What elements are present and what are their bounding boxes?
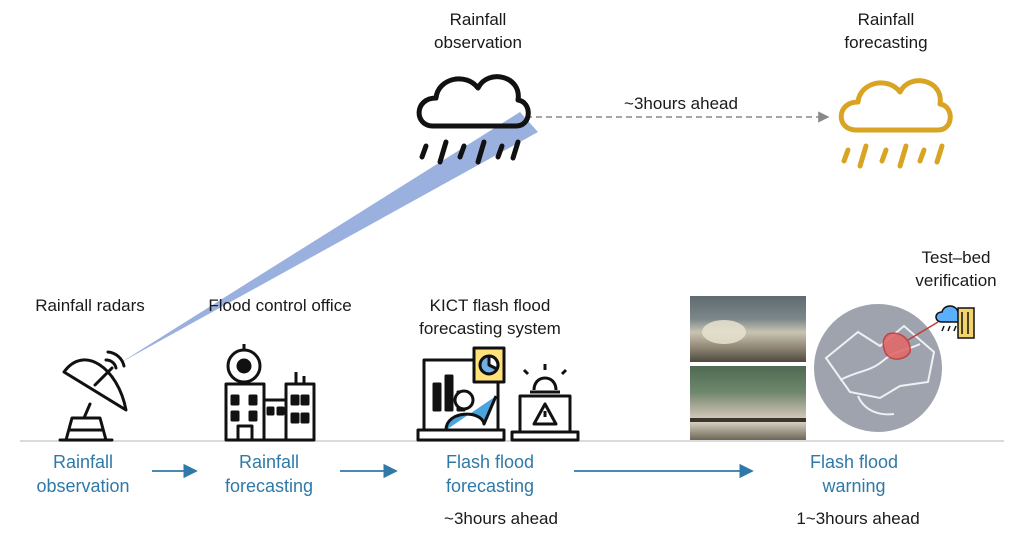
flood-warning-lead-time: 1~3hours ahead: [796, 509, 920, 528]
forecaster-monitor-icon: [416, 346, 506, 442]
radar-dish-icon: [58, 350, 128, 442]
weather-station-icon: [935, 305, 975, 339]
office-building-icon: [224, 344, 316, 442]
warning-laptop-icon: [510, 364, 580, 442]
radar-beam: [120, 112, 538, 363]
watershed-map: [814, 304, 942, 432]
top-lead-time: ~3hours ahead: [624, 94, 738, 113]
radars-label: Rainfall radars: [35, 296, 145, 315]
cloud-rain-forecast-icon: [838, 78, 953, 169]
cloud-rain-icon: [416, 74, 531, 165]
flood-photo-bottom: [690, 366, 806, 440]
office-label: Flood control office: [208, 296, 352, 315]
flood-photo-top: [690, 296, 806, 362]
flood-forecast-lead-time: ~3hours ahead: [444, 509, 558, 528]
